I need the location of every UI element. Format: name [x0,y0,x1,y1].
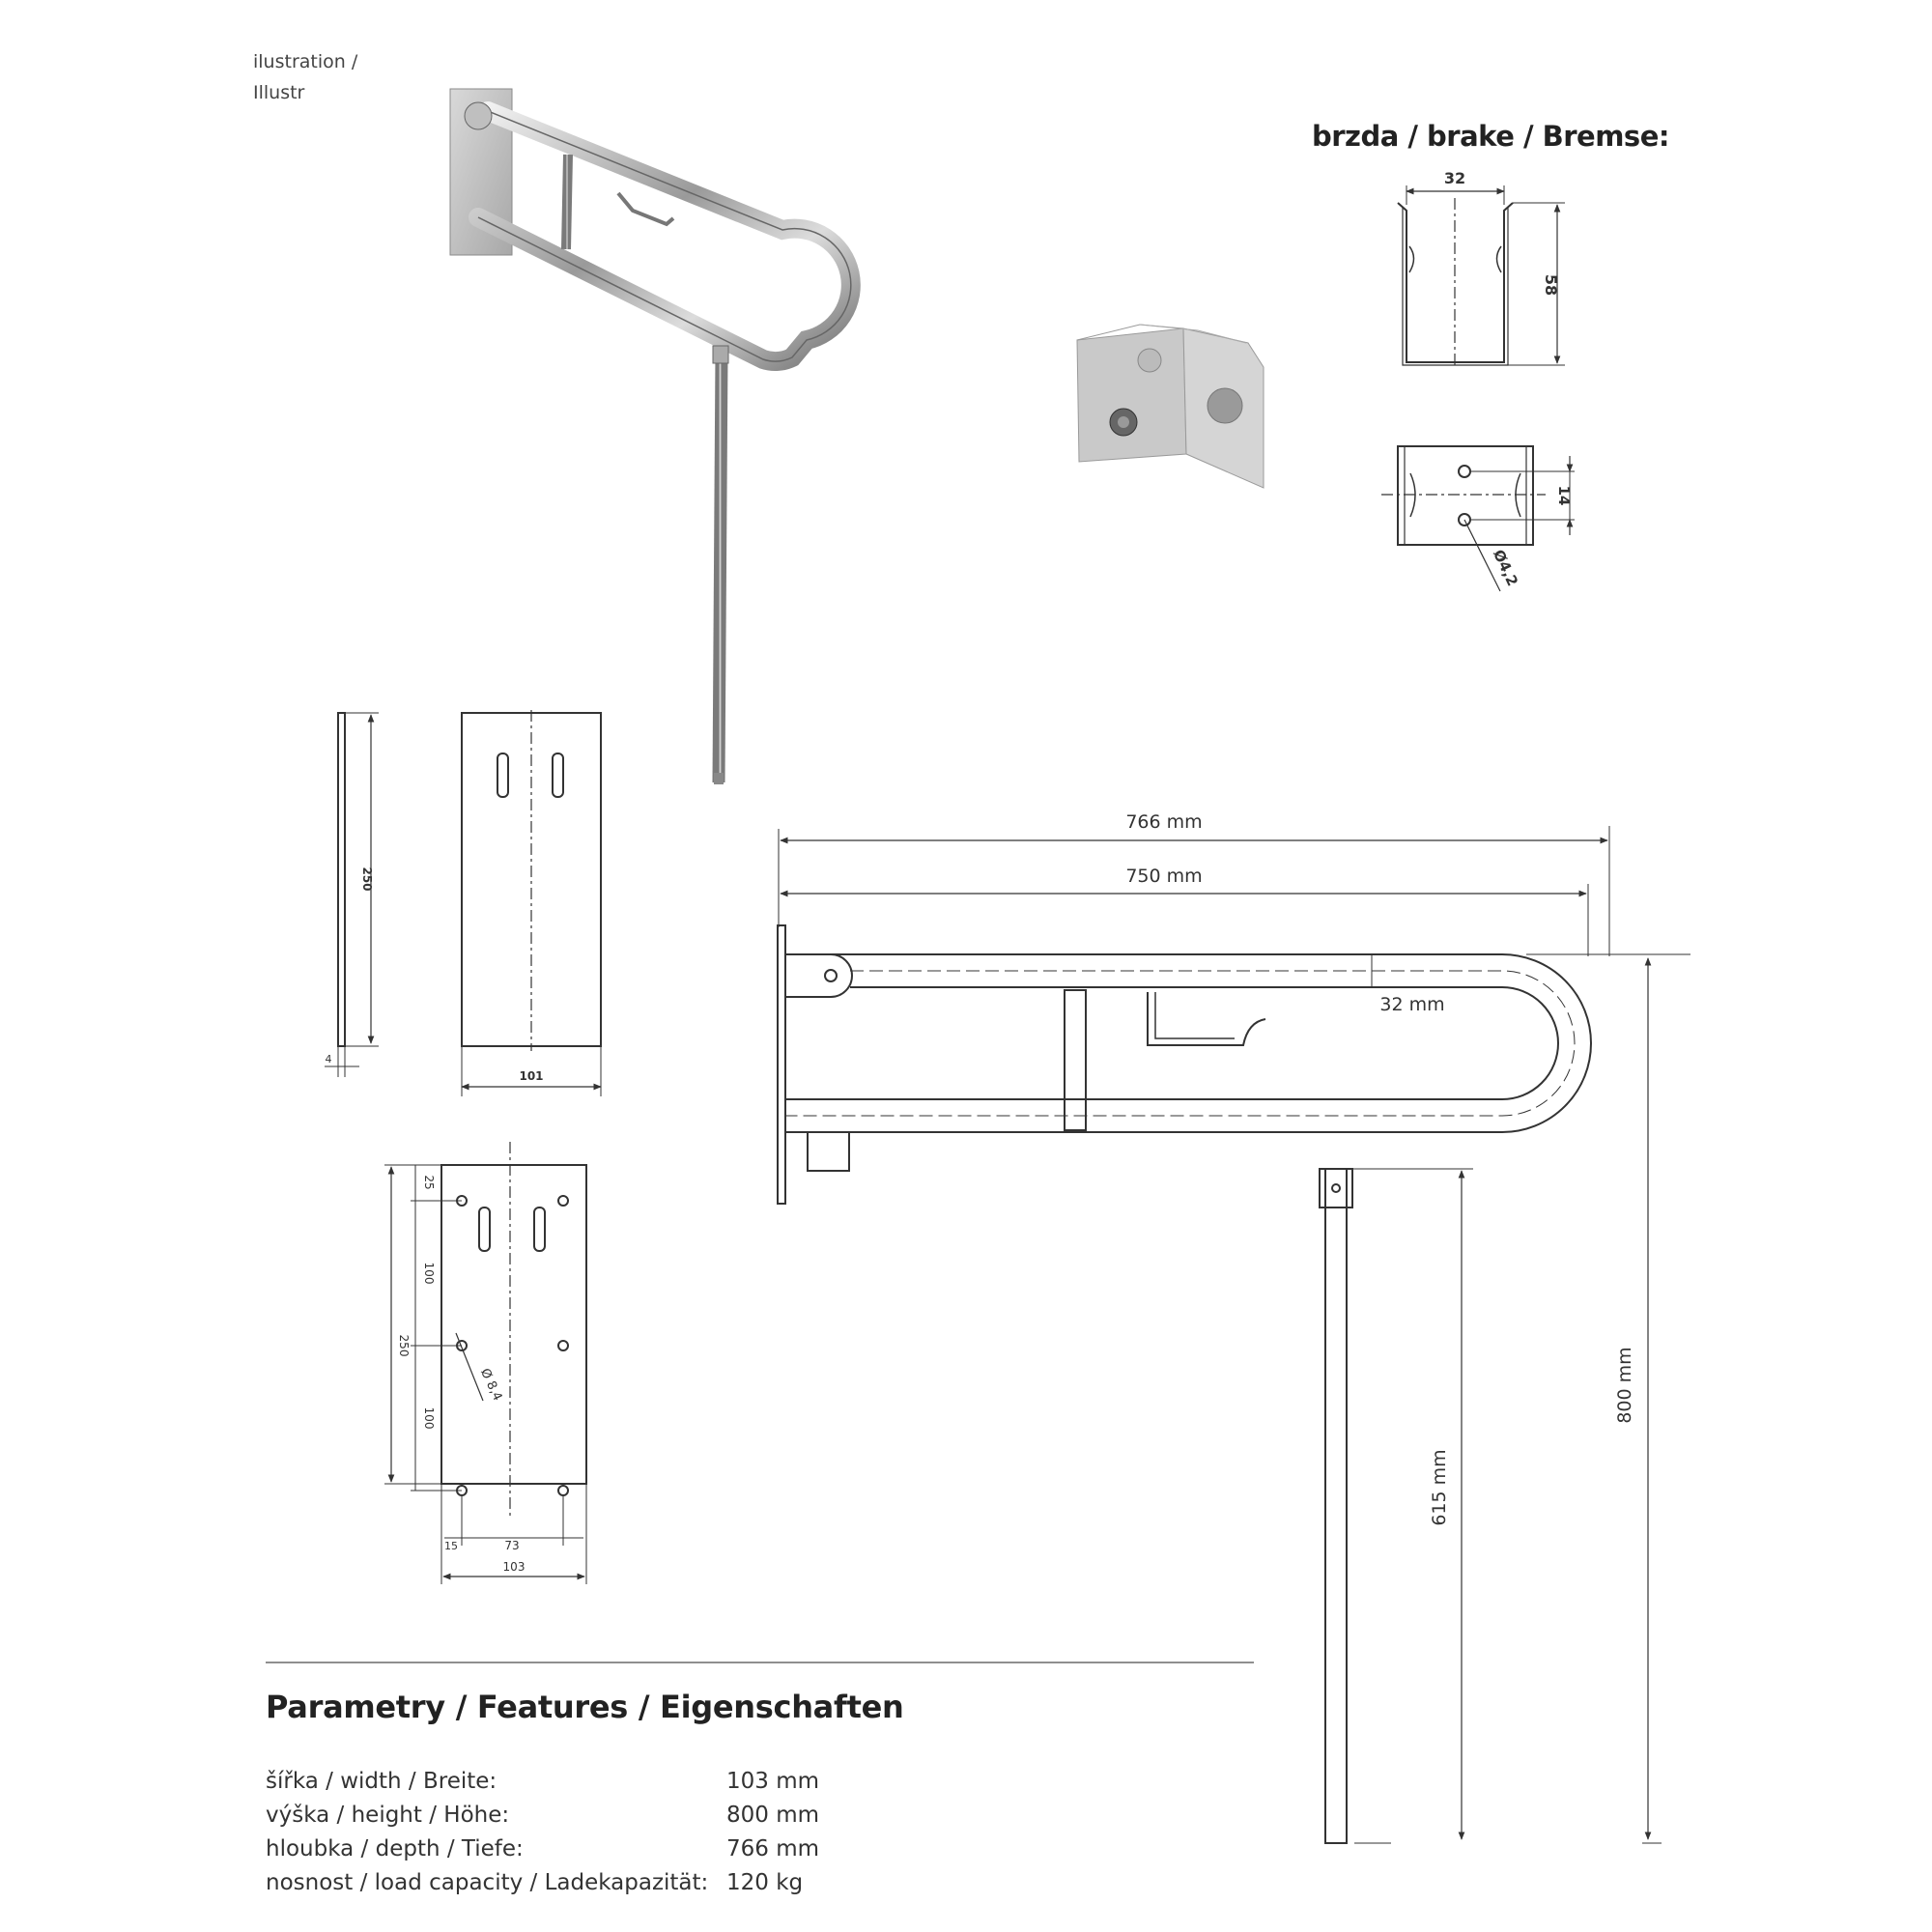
plate-side-height: 250 [360,867,374,891]
grab-bar-photo [469,101,861,371]
brake-dim-width: 32 [1444,169,1465,187]
brake-dim-hole-dia: Ø4,2 [1490,547,1521,588]
brake-drawing-side [1381,445,1575,592]
dim-depth-inner: 750 mm [1125,866,1202,887]
mount-dim-left: 15 [444,1540,458,1552]
features-table: šířka / width / Breite: 103 mm výška / h… [266,1764,942,1899]
brake-dim-height: 58 [1542,274,1560,296]
mount-dim-100a: 100 [422,1263,436,1285]
mount-dim-total: 250 [397,1335,411,1357]
dim-depth-outer: 766 mm [1125,811,1202,833]
mount-dim-top: 25 [422,1175,436,1189]
brake-title: brzda / brake / Bremse: [1312,120,1669,153]
brake-dim-holes: 14 [1555,486,1573,506]
bar-crossbar-photo [561,154,573,250]
feature-row-load: nosnost / load capacity / Ladekapazität:… [266,1865,942,1899]
feature-row-width: šířka / width / Breite: 103 mm [266,1764,942,1798]
mount-dim-between: 73 [504,1539,519,1552]
paper-holder-photo [616,191,675,227]
feature-value: 800 mm [726,1802,820,1828]
plate-side-thickness: 4 [326,1053,332,1065]
illustration-caption: ilustration / Illustr [253,46,357,108]
brake-photo [1076,324,1264,489]
mount-dim-width: 103 [503,1560,526,1574]
section-divider [266,1662,1254,1663]
illustration-caption-line1: ilustration / [253,51,358,72]
brake-drawing-front [1397,185,1565,367]
plate-front-width: 101 [519,1069,543,1083]
feature-value: 766 mm [726,1835,820,1861]
feature-value: 103 mm [726,1768,820,1794]
dim-tube: 32 mm [1379,994,1444,1015]
support-leg-photo [712,352,728,783]
feature-label: výška / height / Höhe: [266,1802,510,1828]
feature-value: 120 kg [726,1869,804,1895]
feature-label: hloubka / depth / Tiefe: [266,1835,524,1861]
dim-height-leg: 615 mm [1429,1449,1450,1525]
mount-dim-100b: 100 [422,1407,436,1430]
dim-height-total: 800 mm [1614,1347,1635,1423]
feature-row-height: výška / height / Höhe: 800 mm [266,1798,942,1832]
feature-label: nosnost / load capacity / Ladekapazität: [266,1869,709,1895]
product-photo [449,88,861,784]
features-title: Parametry / Features / Eigenschaften [266,1689,904,1725]
feature-row-depth: hloubka / depth / Tiefe: 766 mm [266,1832,942,1865]
main-drawing [777,826,1690,1844]
illustration-caption-line2: Illustr [253,82,305,103]
plate-drawing [325,710,602,1096]
mounting-plate-drawing [384,1142,587,1584]
feature-label: šířka / width / Breite: [266,1768,497,1794]
